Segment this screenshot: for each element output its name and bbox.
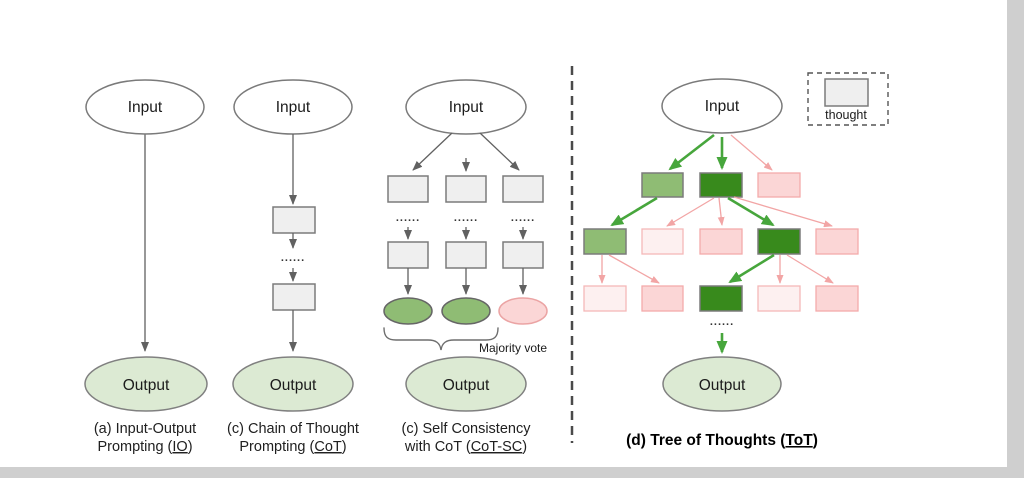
panel-cot: Input ...... Output (c) Chain of Thought… bbox=[227, 79, 359, 455]
tot-edge-green bbox=[727, 196, 775, 227]
tot-node-pale-pink bbox=[583, 285, 627, 312]
tot-output-ellipse bbox=[662, 356, 782, 412]
io-caption-line1: (a) Input-Output bbox=[94, 421, 196, 437]
cotsc-input-label: Input bbox=[449, 99, 484, 116]
cotsc-thought-node bbox=[502, 241, 544, 269]
tot-edge-green bbox=[668, 133, 715, 171]
cotsc-ellipsis: ...... bbox=[511, 212, 535, 224]
legend-thought-swatch bbox=[824, 78, 869, 107]
tot-edge-pink bbox=[608, 254, 660, 284]
tot-edge-pink bbox=[717, 197, 725, 226]
cotsc-thought-node bbox=[387, 241, 429, 269]
tot-node-dark-green bbox=[699, 285, 743, 312]
page-edge-right bbox=[1007, 0, 1024, 478]
cotsc-output-label: Output bbox=[443, 377, 490, 394]
cotsc-thought-node bbox=[387, 175, 429, 203]
cotsc-input-ellipse bbox=[405, 79, 527, 135]
cotsc-ellipsis: ...... bbox=[454, 212, 478, 224]
tot-node-pink bbox=[815, 228, 859, 255]
tot-node-pink bbox=[815, 285, 859, 312]
cot-input-label: Input bbox=[276, 99, 311, 116]
tot-node-pink bbox=[641, 285, 684, 312]
cotsc-fan-arrow-left bbox=[412, 132, 453, 171]
panel-cotsc: Input ...... ...... ...... Majority vote… bbox=[383, 79, 548, 455]
tot-ellipsis: ...... bbox=[710, 316, 734, 328]
cotsc-fan-arrow-right bbox=[479, 132, 520, 171]
tot-node-green bbox=[583, 228, 627, 255]
tot-node-pink bbox=[699, 228, 743, 255]
io-output-label: Output bbox=[123, 377, 170, 394]
cot-output-ellipse bbox=[232, 356, 354, 412]
majority-vote-brace bbox=[383, 327, 499, 351]
tot-edge-pink bbox=[733, 196, 833, 228]
tot-node-green bbox=[641, 172, 684, 198]
io-caption-line2: Prompting (IO) bbox=[97, 439, 192, 455]
cot-thought-node bbox=[272, 206, 316, 234]
io-output-ellipse bbox=[84, 356, 208, 412]
tot-edge-pink bbox=[786, 254, 834, 284]
tot-input-label: Input bbox=[705, 98, 740, 115]
cotsc-thought-node bbox=[502, 175, 544, 203]
tot-node-pale-pink bbox=[641, 228, 684, 255]
legend-thought-label: thought bbox=[825, 108, 867, 122]
cot-ellipsis: ...... bbox=[281, 252, 305, 264]
tot-edge-green bbox=[728, 253, 775, 284]
tot-caption: (d) Tree of Thoughts (ToT) bbox=[626, 432, 818, 449]
cot-caption-line1: (c) Chain of Thought bbox=[227, 421, 359, 437]
panel-io: Input Output (a) Input-Output Prompting … bbox=[84, 79, 208, 455]
tot-node-pink bbox=[757, 172, 801, 198]
cotsc-caption-line1: (c) Self Consistency bbox=[402, 421, 532, 437]
cotsc-thought-node bbox=[445, 241, 487, 269]
cot-caption-line2: Prompting (CoT) bbox=[239, 439, 346, 455]
cotsc-caption-line2: with CoT (CoT-SC) bbox=[404, 439, 527, 455]
cotsc-thought-node bbox=[445, 175, 487, 203]
io-input-ellipse bbox=[85, 79, 205, 135]
majority-vote-label: Majority vote bbox=[479, 341, 547, 355]
tot-node-dark-green bbox=[699, 172, 743, 198]
cotsc-ellipsis: ...... bbox=[396, 212, 420, 224]
page-edge-bottom bbox=[0, 467, 1024, 478]
cot-thought-node bbox=[272, 283, 316, 311]
tot-input-ellipse bbox=[661, 78, 783, 134]
cotsc-answer-green bbox=[441, 297, 491, 325]
io-input-label: Input bbox=[128, 99, 163, 116]
panel-tot: thought Input bbox=[583, 72, 889, 449]
cotsc-output-ellipse bbox=[405, 356, 527, 412]
cotsc-answer-pink bbox=[498, 297, 548, 325]
tot-edge-green bbox=[610, 196, 658, 227]
tot-edge-pink bbox=[666, 197, 715, 227]
tot-edge-pink bbox=[730, 134, 773, 171]
tot-node-pale-pink bbox=[757, 285, 801, 312]
cotsc-answer-green bbox=[383, 297, 433, 325]
tot-node-dark-green bbox=[757, 228, 801, 255]
tot-output-label: Output bbox=[699, 377, 746, 394]
cot-output-label: Output bbox=[270, 377, 317, 394]
